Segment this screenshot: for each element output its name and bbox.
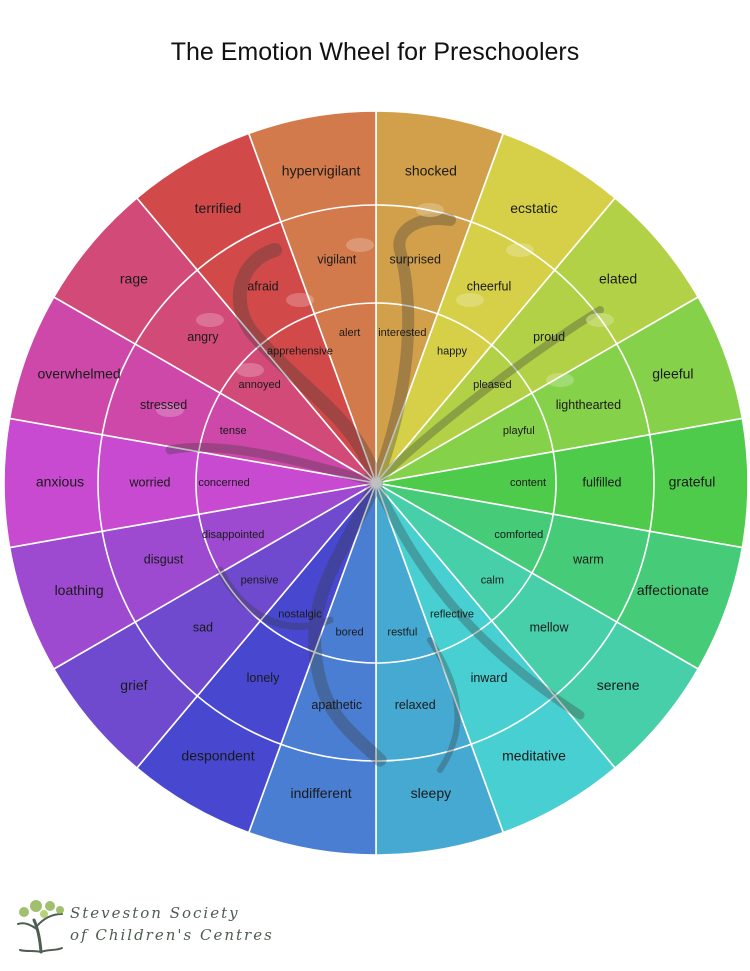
label-inner-pensive: pensive — [241, 575, 279, 587]
label-outer-overwhelmed: overwhelmed — [37, 366, 120, 382]
label-inner-annoyed: annoyed — [238, 379, 280, 391]
label-outer-elated: elated — [599, 271, 637, 287]
label-middle-stressed: stressed — [140, 398, 187, 412]
label-outer-despondent: despondent — [181, 747, 254, 763]
label-outer-grief: grief — [120, 677, 147, 693]
ring-inner-divider — [195, 302, 557, 664]
wheel-segment-overwhelmed — [8, 295, 377, 484]
wheel-segment-gleeful — [375, 295, 744, 484]
wheel-segment-affectionate — [375, 482, 744, 671]
label-outer-loathing: loathing — [55, 582, 104, 598]
logo-text-line2: of Children's Centres — [70, 926, 274, 944]
label-inner-reflective: reflective — [430, 609, 474, 621]
label-middle-apathetic: apathetic — [311, 698, 362, 712]
label-middle-afraid: afraid — [247, 280, 278, 294]
wheel-segment-anxious — [3, 417, 377, 549]
label-middle-lonely: lonely — [247, 671, 280, 685]
label-inner-bored: bored — [336, 627, 364, 639]
ring-outer-divider — [97, 204, 655, 762]
wheel-segment-ecstatic — [375, 132, 617, 484]
label-inner-restful: restful — [387, 627, 417, 639]
label-inner-apprehensive: apprehensive — [267, 345, 333, 357]
label-inner-concerned: concerned — [198, 477, 249, 489]
label-outer-shocked: shocked — [405, 163, 457, 179]
label-outer-grateful: grateful — [669, 474, 716, 490]
logo-text-line1: Steveston Society — [70, 904, 240, 922]
wheel-segment-hypervigilant — [247, 110, 377, 484]
wheel-segment-grief — [52, 482, 377, 770]
label-middle-relaxed: relaxed — [395, 698, 436, 712]
label-outer-anxious: anxious — [36, 474, 84, 490]
label-middle-proud: proud — [533, 330, 565, 344]
label-inner-pleased: pleased — [473, 379, 512, 391]
label-inner-happy: happy — [437, 345, 467, 357]
label-middle-vigilant: vigilant — [317, 253, 356, 267]
label-middle-warm: warm — [572, 553, 604, 567]
wheel-segment-sleepy — [375, 482, 505, 856]
label-middle-lighthearted: lighthearted — [556, 398, 621, 412]
label-outer-ecstatic: ecstatic — [510, 200, 557, 216]
label-inner-calm: calm — [481, 575, 504, 587]
label-middle-mellow: mellow — [530, 621, 570, 635]
wheel-segment-terrified — [135, 132, 377, 484]
label-outer-sleepy: sleepy — [411, 785, 451, 801]
label-middle-inward: inward — [471, 671, 508, 685]
wheel-labels: shocked surprised interested ecstatic cheerf… — [36, 163, 715, 801]
wheel-segment-loathing — [8, 482, 377, 671]
label-inner-alert: alert — [339, 327, 360, 339]
label-middle-surprised: surprised — [389, 253, 440, 267]
label-middle-disgust: disgust — [144, 553, 184, 567]
label-middle-sad: sad — [193, 621, 213, 635]
label-outer-terrified: terrified — [195, 200, 242, 216]
label-middle-cheerful: cheerful — [467, 280, 511, 294]
wheel-segment-despondent — [135, 482, 377, 834]
wheel-rings — [97, 204, 655, 762]
label-outer-gleeful: gleeful — [652, 366, 693, 382]
label-outer-serene: serene — [597, 677, 640, 693]
label-outer-rage: rage — [120, 271, 148, 287]
wheel-segment-grateful — [375, 417, 749, 549]
label-outer-meditative: meditative — [502, 747, 566, 763]
wheel-segment-indifferent — [247, 482, 377, 856]
label-inner-nostalgic: nostalgic — [278, 609, 322, 621]
label-middle-angry: angry — [187, 330, 219, 344]
label-inner-content: content — [510, 477, 546, 489]
wheel-segments — [3, 110, 749, 856]
label-middle-fulfilled: fulfilled — [583, 475, 622, 489]
tree-icon — [17, 900, 64, 954]
wheel-segment-elated — [375, 196, 700, 484]
wheel-segment-meditative — [375, 482, 617, 834]
label-inner-disappointed: disappointed — [202, 529, 264, 541]
wheel-segment-rage — [52, 196, 377, 484]
page-title: The Emotion Wheel for Preschoolers — [170, 38, 580, 66]
logo: Steveston Society of Children's Centres — [14, 892, 274, 956]
tree-watermark-icon — [156, 203, 614, 773]
label-outer-affectionate: affectionate — [637, 582, 709, 598]
label-inner-comforted: comforted — [494, 529, 543, 541]
label-outer-indifferent: indifferent — [290, 785, 351, 801]
wheel-segment-serene — [375, 482, 700, 770]
label-outer-hypervigilant: hypervigilant — [282, 163, 361, 179]
label-middle-worried: worried — [129, 475, 171, 489]
wheel-segment-shocked — [375, 110, 505, 484]
label-inner-interested: interested — [378, 327, 426, 339]
label-inner-tense: tense — [220, 425, 247, 437]
label-inner-playful: playful — [503, 425, 535, 437]
